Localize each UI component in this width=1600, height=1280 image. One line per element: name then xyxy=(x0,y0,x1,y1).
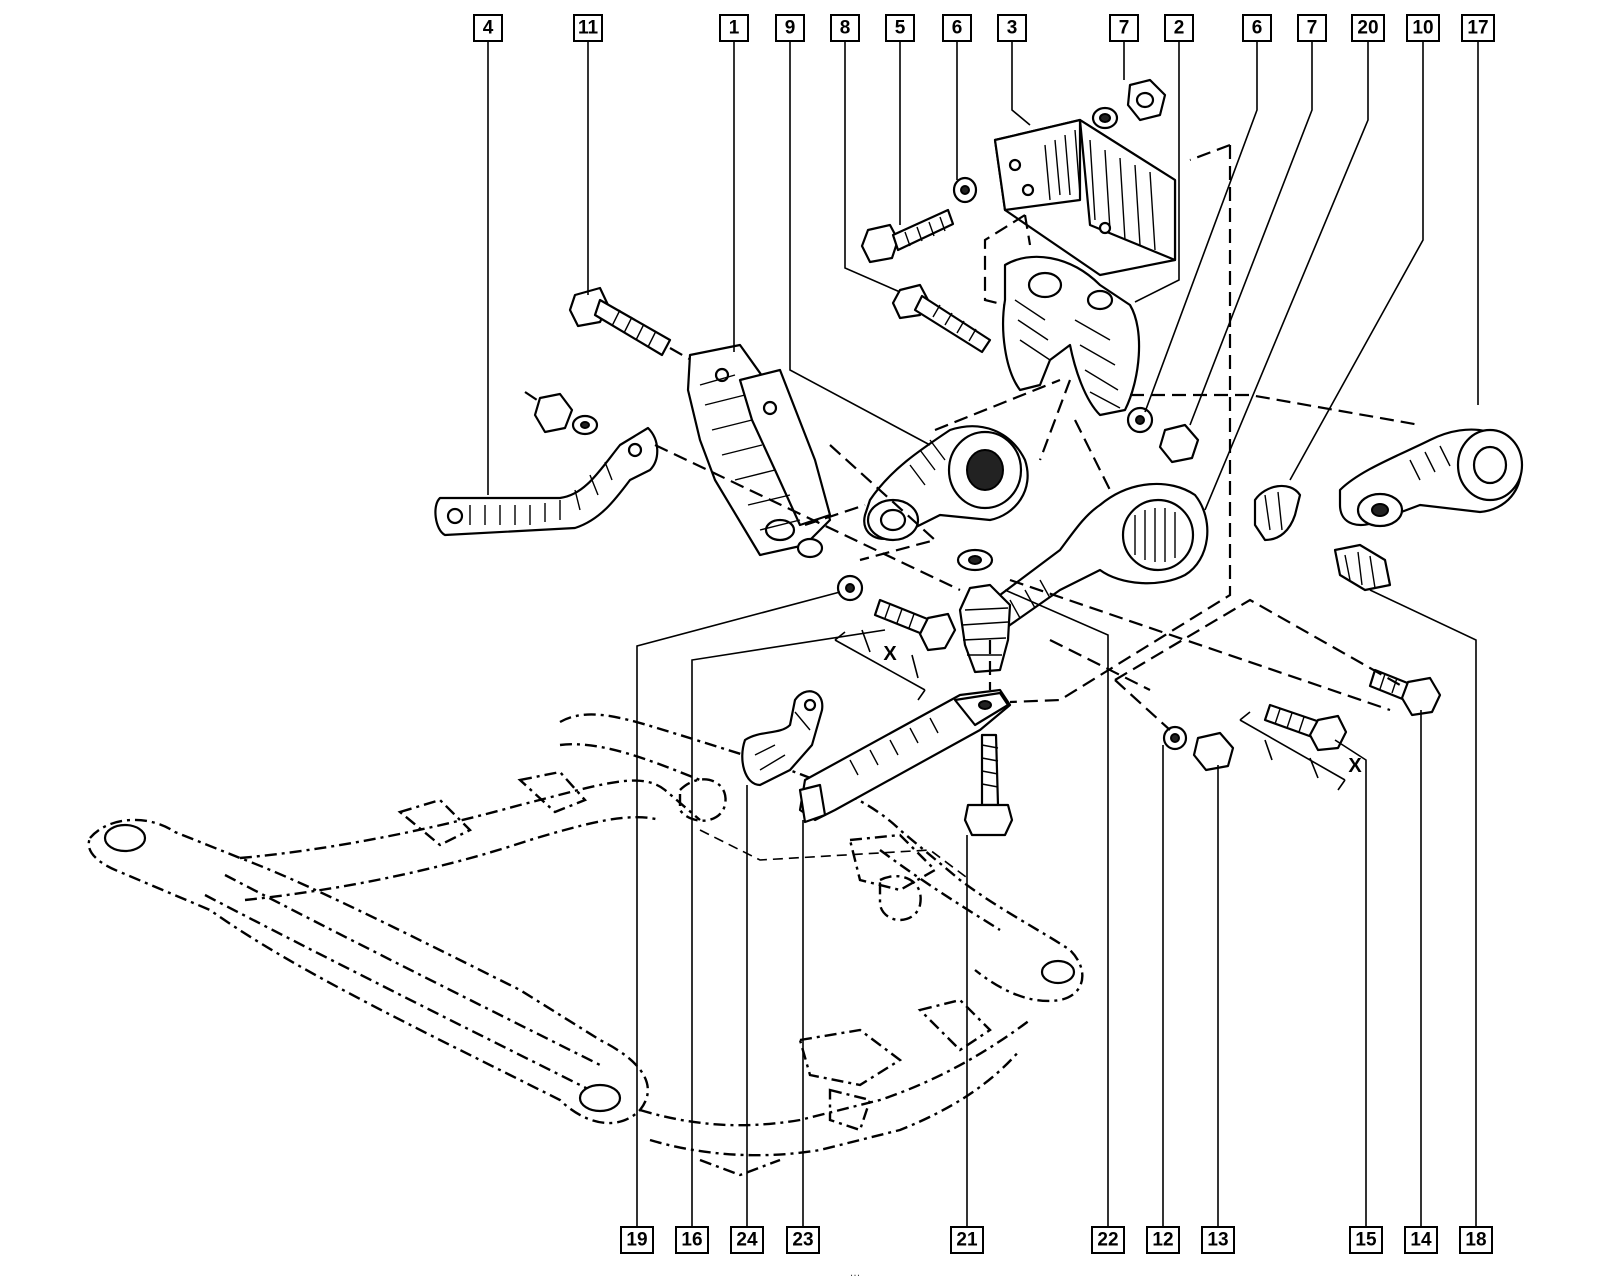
part-4-stay-bracket xyxy=(434,426,659,537)
callout-2: 2 xyxy=(1164,14,1194,42)
callout-10: 10 xyxy=(1406,14,1440,42)
part-7-nut-right xyxy=(1158,423,1200,464)
callout-5: 5 xyxy=(885,14,915,42)
svg-text:18: 18 xyxy=(1465,1230,1486,1251)
svg-text:3: 3 xyxy=(1007,18,1018,39)
footer-caption: … xyxy=(850,1267,861,1279)
dimension-x-right: X xyxy=(1239,711,1362,791)
callout-15: 15 xyxy=(1349,1226,1383,1254)
callout-6-top-right: 6 xyxy=(1242,14,1272,42)
callout-23: 23 xyxy=(786,1226,820,1254)
svg-text:10: 10 xyxy=(1412,18,1433,39)
callout-1: 1 xyxy=(719,14,749,42)
part-1-bracket xyxy=(686,343,832,559)
part-17-right-mount xyxy=(1338,428,1524,528)
svg-text:4: 4 xyxy=(483,18,494,39)
part-9-torque-rod xyxy=(863,425,1029,542)
svg-text:14: 14 xyxy=(1410,1230,1432,1251)
part-16-bolt xyxy=(873,598,957,652)
svg-text:7: 7 xyxy=(1307,18,1318,39)
callout-22: 22 xyxy=(1091,1226,1125,1254)
svg-text:2: 2 xyxy=(1174,18,1185,39)
part-18-bush xyxy=(1333,543,1392,592)
svg-text:5: 5 xyxy=(895,18,906,39)
leader-lines xyxy=(487,42,1479,1227)
callouts-top: 4 11 1 9 8 5 6 3 7 2 6 7 20 10 17 xyxy=(473,14,1495,42)
part-21-bolt xyxy=(963,733,1014,837)
svg-text:7: 7 xyxy=(1119,18,1130,39)
callout-6-top-left: 6 xyxy=(942,14,972,42)
callout-21: 21 xyxy=(950,1226,984,1254)
svg-text:20: 20 xyxy=(1357,18,1378,39)
assembly-lines xyxy=(654,143,1421,881)
callout-13: 13 xyxy=(1201,1226,1235,1254)
callout-20: 20 xyxy=(1351,14,1385,42)
svg-text:9: 9 xyxy=(785,18,796,39)
part-23-lower-link xyxy=(798,688,1012,824)
svg-text:8: 8 xyxy=(840,18,851,39)
callout-14: 14 xyxy=(1404,1226,1438,1254)
svg-text:24: 24 xyxy=(736,1230,758,1251)
callout-18: 18 xyxy=(1459,1226,1493,1254)
callout-9: 9 xyxy=(775,14,805,42)
part-6-washer-right xyxy=(1126,406,1154,434)
part-2-engine-bracket xyxy=(1002,255,1141,417)
svg-text:19: 19 xyxy=(626,1230,647,1251)
callout-11: 11 xyxy=(573,14,603,42)
part-20-lower-link xyxy=(962,482,1209,646)
part-3-upper-mount xyxy=(993,118,1177,277)
callout-19: 19 xyxy=(620,1226,654,1254)
part-8-bolt xyxy=(891,283,992,354)
dimension-x-left: X xyxy=(834,629,926,701)
part-19-washer xyxy=(836,574,864,602)
svg-text:15: 15 xyxy=(1355,1230,1377,1251)
callout-7-top-left: 7 xyxy=(1109,14,1139,42)
svg-text:16: 16 xyxy=(681,1230,702,1251)
callout-16: 16 xyxy=(675,1226,709,1254)
svg-text:17: 17 xyxy=(1467,18,1488,39)
svg-text:13: 13 xyxy=(1207,1230,1228,1251)
dimension-x-right-label: X xyxy=(1348,755,1362,777)
part-15-bolt xyxy=(1263,703,1348,752)
part-10-clip xyxy=(1253,484,1302,542)
svg-text:12: 12 xyxy=(1152,1230,1173,1251)
part-washer-buffer xyxy=(956,548,1012,674)
part-12-washer xyxy=(1162,725,1188,751)
callout-12: 12 xyxy=(1146,1226,1180,1254)
part-14-bolt xyxy=(1368,668,1442,717)
part-5-bolt xyxy=(860,176,978,264)
callout-8: 8 xyxy=(830,14,860,42)
svg-text:6: 6 xyxy=(1252,18,1263,39)
callout-3: 3 xyxy=(997,14,1027,42)
callout-24: 24 xyxy=(730,1226,764,1254)
callout-17: 17 xyxy=(1461,14,1495,42)
callout-4: 4 xyxy=(473,14,503,42)
svg-text:11: 11 xyxy=(578,18,599,39)
part-24-bracket xyxy=(741,690,824,787)
svg-text:21: 21 xyxy=(956,1230,978,1251)
subframe xyxy=(87,713,1084,1177)
svg-text:6: 6 xyxy=(952,18,963,39)
callouts-bottom: 19 16 24 23 21 22 12 13 15 14 18 xyxy=(620,1226,1493,1254)
svg-text:23: 23 xyxy=(792,1230,813,1251)
callout-7-top-right: 7 xyxy=(1297,14,1327,42)
svg-text:1: 1 xyxy=(729,18,740,39)
part-7-top-nut xyxy=(1091,78,1167,130)
svg-text:22: 22 xyxy=(1097,1230,1118,1251)
part-nut-washer-left xyxy=(524,391,599,436)
part-13-nut xyxy=(1192,731,1235,772)
dimension-x-left-label: X xyxy=(883,643,897,665)
part-11-bolt xyxy=(568,286,701,366)
